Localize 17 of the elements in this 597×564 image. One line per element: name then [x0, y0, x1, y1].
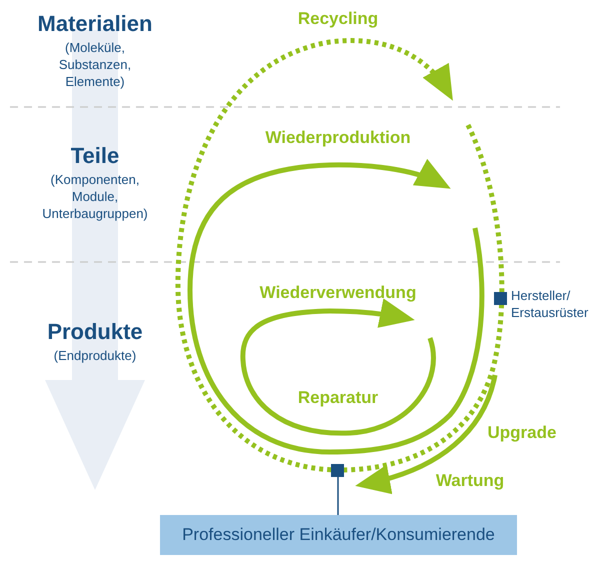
heading-label: Materialien — [36, 10, 154, 38]
heading-label: Reparatur — [296, 387, 380, 409]
heading-label: Wartung — [434, 470, 506, 492]
heading-label: Upgrade — [486, 422, 558, 444]
heading-label: Produkte — [46, 318, 144, 346]
heading-label: Wiederproduktion — [264, 127, 412, 149]
stage-marker — [494, 292, 507, 305]
heading-label: Wiederverwendung — [258, 282, 418, 304]
marker-caption: Hersteller/ Erstausrüster — [511, 288, 590, 322]
stage-marker — [331, 464, 344, 477]
heading-label: Recycling — [296, 8, 380, 30]
label-text: (Endprodukte) — [52, 348, 138, 365]
heading-label: Teile — [70, 142, 120, 170]
leader-line — [337, 477, 339, 515]
label-text: (Moleküle, Substanzen, Elemente) — [58, 40, 132, 91]
role-box: Professioneller Einkäufer/Konsumierende — [160, 515, 517, 555]
label-text: (Komponenten, Module, Unterbaugruppen) — [41, 172, 149, 223]
